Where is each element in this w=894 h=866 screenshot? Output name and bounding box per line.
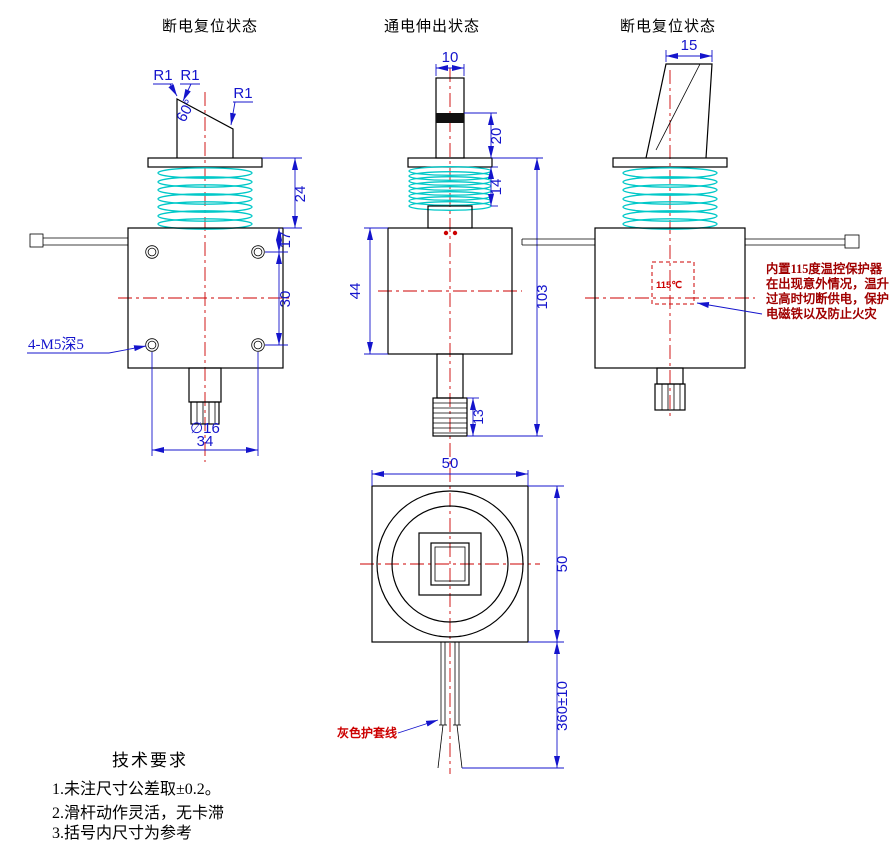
lead-wire-right <box>745 234 860 249</box>
shaft-dia-label: ∅16 <box>190 420 220 437</box>
thermal-note-line-4: 电磁铁以及防止火灾 <box>766 306 877 321</box>
radius-callouts: R1 R1 R1 <box>153 67 253 126</box>
flange-plate <box>612 157 728 168</box>
dim-20: 20 <box>464 112 505 159</box>
dim-103: 103 <box>467 157 551 437</box>
middle-view: 10 20 14 44 103 <box>347 49 551 774</box>
right-view: 15 115℃ <box>521 37 889 420</box>
dim-wire-length: 360±10 <box>554 642 571 768</box>
left-view: R1 R1 R1 60° 24 17 30 <box>27 67 309 462</box>
dim-24: 24 <box>262 157 309 229</box>
dim-17-label: 17 <box>277 232 294 249</box>
vent-dot <box>452 230 458 236</box>
hole-callout: 4-M5深5 <box>27 336 147 354</box>
threaded-shaft <box>432 353 468 437</box>
mounting-holes <box>145 245 265 352</box>
tech-req-item-1: 1.未注尺寸公差取±0.2。 <box>52 780 221 798</box>
hole-note-label: 4-M5深5 <box>28 336 84 353</box>
thermal-protector: 115℃ <box>651 261 763 315</box>
return-spring <box>622 167 718 230</box>
plunger-wedge <box>176 97 234 158</box>
thermal-annotation: 内置115度温控保护器 在出现意外情况，温升 过高时切断供电，保护 电磁铁以及防… <box>766 261 889 321</box>
r1-label-c: R1 <box>233 85 252 102</box>
vent-dot <box>443 230 449 236</box>
lead-wire <box>29 233 128 248</box>
dim-15-label: 15 <box>681 37 698 54</box>
output-wires <box>437 642 463 769</box>
dim-50-width: 50 <box>371 455 529 486</box>
view-title-left: 断电复位状态 <box>162 17 258 35</box>
dim-10-label: 10 <box>442 49 459 66</box>
tech-req-item-3: 3.括号内尺寸为参考 <box>52 824 192 842</box>
plunger-slot-inner <box>434 546 466 582</box>
dim-14-label: 14 <box>488 179 505 196</box>
dim-50-height-label: 50 <box>554 556 571 573</box>
thermal-note-line-1: 内置115度温控保护器 <box>766 261 883 276</box>
dim-34: 34 ∅16 <box>151 352 259 456</box>
dim-50-height: 50 <box>462 485 571 769</box>
dim-34-label: 34 <box>197 433 214 450</box>
dim-15: 15 <box>665 37 713 62</box>
thermal-note-line-3: 过高时切断供电，保护 <box>766 291 889 306</box>
dim-50-width-label: 50 <box>442 455 459 472</box>
dim-44: 44 <box>347 227 388 355</box>
inner-circle <box>391 505 509 623</box>
outer-circle <box>376 490 524 638</box>
wire-note-label: 灰色护套线 <box>337 725 397 740</box>
dim-10: 10 <box>435 49 465 76</box>
r1-label-b: R1 <box>180 67 199 84</box>
plunger-wedge <box>645 63 713 159</box>
core-square <box>418 532 482 596</box>
dim-24-label: 24 <box>292 186 309 203</box>
thermal-note-line-2: 在出现意外情况，温升 <box>766 276 889 291</box>
dim-13-label: 13 <box>470 409 486 425</box>
return-spring <box>157 167 253 230</box>
dim-30-label: 30 <box>277 291 294 308</box>
lead-wire-left <box>521 238 595 246</box>
tech-req-heading: 技术要求 <box>112 751 188 770</box>
tech-req-item-2: 2.滑杆动作灵活，无卡滞 <box>52 804 224 822</box>
threaded-shaft <box>654 367 686 411</box>
dim-103-label: 103 <box>534 284 551 309</box>
dim-20-label: 20 <box>488 128 505 145</box>
dim-wire-length-label: 360±10 <box>554 681 571 731</box>
threaded-shaft <box>188 367 222 425</box>
thermal-protector-label: 115℃ <box>656 280 682 291</box>
dim-14: 14 <box>488 166 505 207</box>
r1-label-a: R1 <box>153 67 172 84</box>
view-title-middle: 通电伸出状态 <box>384 18 480 35</box>
rod-groove <box>436 113 464 123</box>
body-face <box>371 485 529 643</box>
thermal-protector-outline <box>651 261 695 305</box>
dim-13: 13 <box>467 397 486 436</box>
front-view: 50 50 360±10 灰色护套线 <box>337 455 571 769</box>
wire-callout: 灰色护套线 <box>337 719 439 740</box>
dim-17-30: 17 30 <box>265 228 294 346</box>
technical-requirements: 技术要求 1.未注尺寸公差取±0.2。 2.滑杆动作灵活，无卡滞 3.括号内尺寸… <box>52 751 224 842</box>
flange-plate <box>147 157 263 168</box>
view-title-right: 断电复位状态 <box>620 17 716 35</box>
plunger-slot-outer <box>430 542 470 586</box>
dim-44-label: 44 <box>347 283 364 300</box>
